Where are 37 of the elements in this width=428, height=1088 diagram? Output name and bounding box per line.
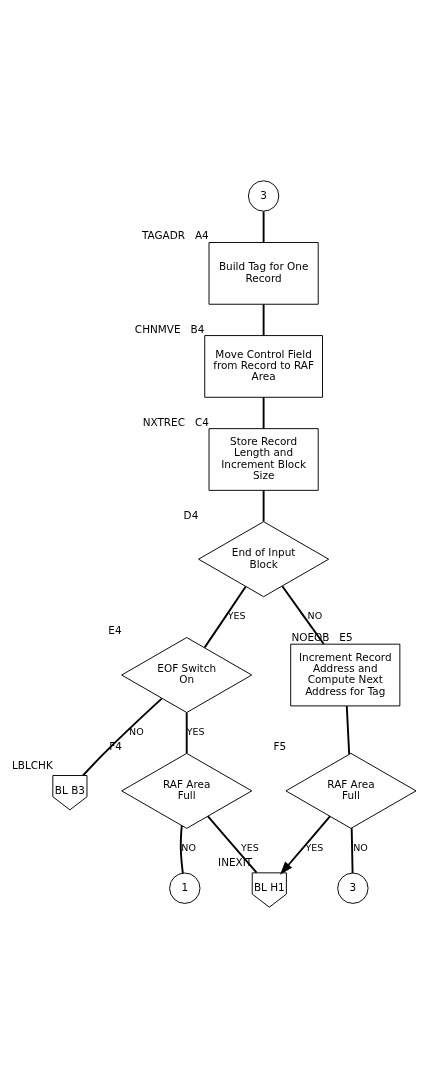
arrow [280,815,331,875]
node-diamond: End of Input Block [198,521,330,598]
edge-label: YES [227,610,246,622]
connector [179,824,184,874]
connector [345,704,351,756]
node-label: E4 [108,624,122,637]
node-label: LBLCHK [12,758,53,771]
edge-label: NO [129,726,144,738]
connector [350,827,354,874]
edge-label: NO [353,842,368,854]
node-label: CHNMVE B4 [134,322,205,335]
node-diamond: RAF Area Full [121,752,253,829]
connector [262,303,265,337]
connector [82,697,163,777]
connector [262,210,265,244]
connector [203,585,247,649]
node-diamond: RAF Area Full [285,752,417,829]
edge-label: YES [305,842,324,854]
node-circle: 3 [337,872,369,904]
node-box: Increment Record Address and Compute Next Address for Tag [290,643,401,707]
node-circle: 1 [169,872,201,904]
node-label: D4 [183,508,199,521]
edge-label: YES [240,842,259,854]
connector [262,396,265,430]
edge-label: NO [307,610,323,622]
node-label: F5 [273,740,287,753]
node-box: Store Record Length and Increment Block Size [208,428,319,491]
edge-label: NO [181,842,196,854]
node-label: TAGADR A4 [141,229,209,242]
node-diamond: EOF Switch On [121,637,253,713]
node-box: Build Tag for One Record [208,242,319,305]
node-label: NXTREC C4 [142,415,209,428]
node-circle: 3 [247,180,280,212]
connector [207,815,258,874]
connector [262,489,265,523]
node-box: Move Control Field from Record to RAF Area [204,335,323,398]
connector [185,711,188,755]
